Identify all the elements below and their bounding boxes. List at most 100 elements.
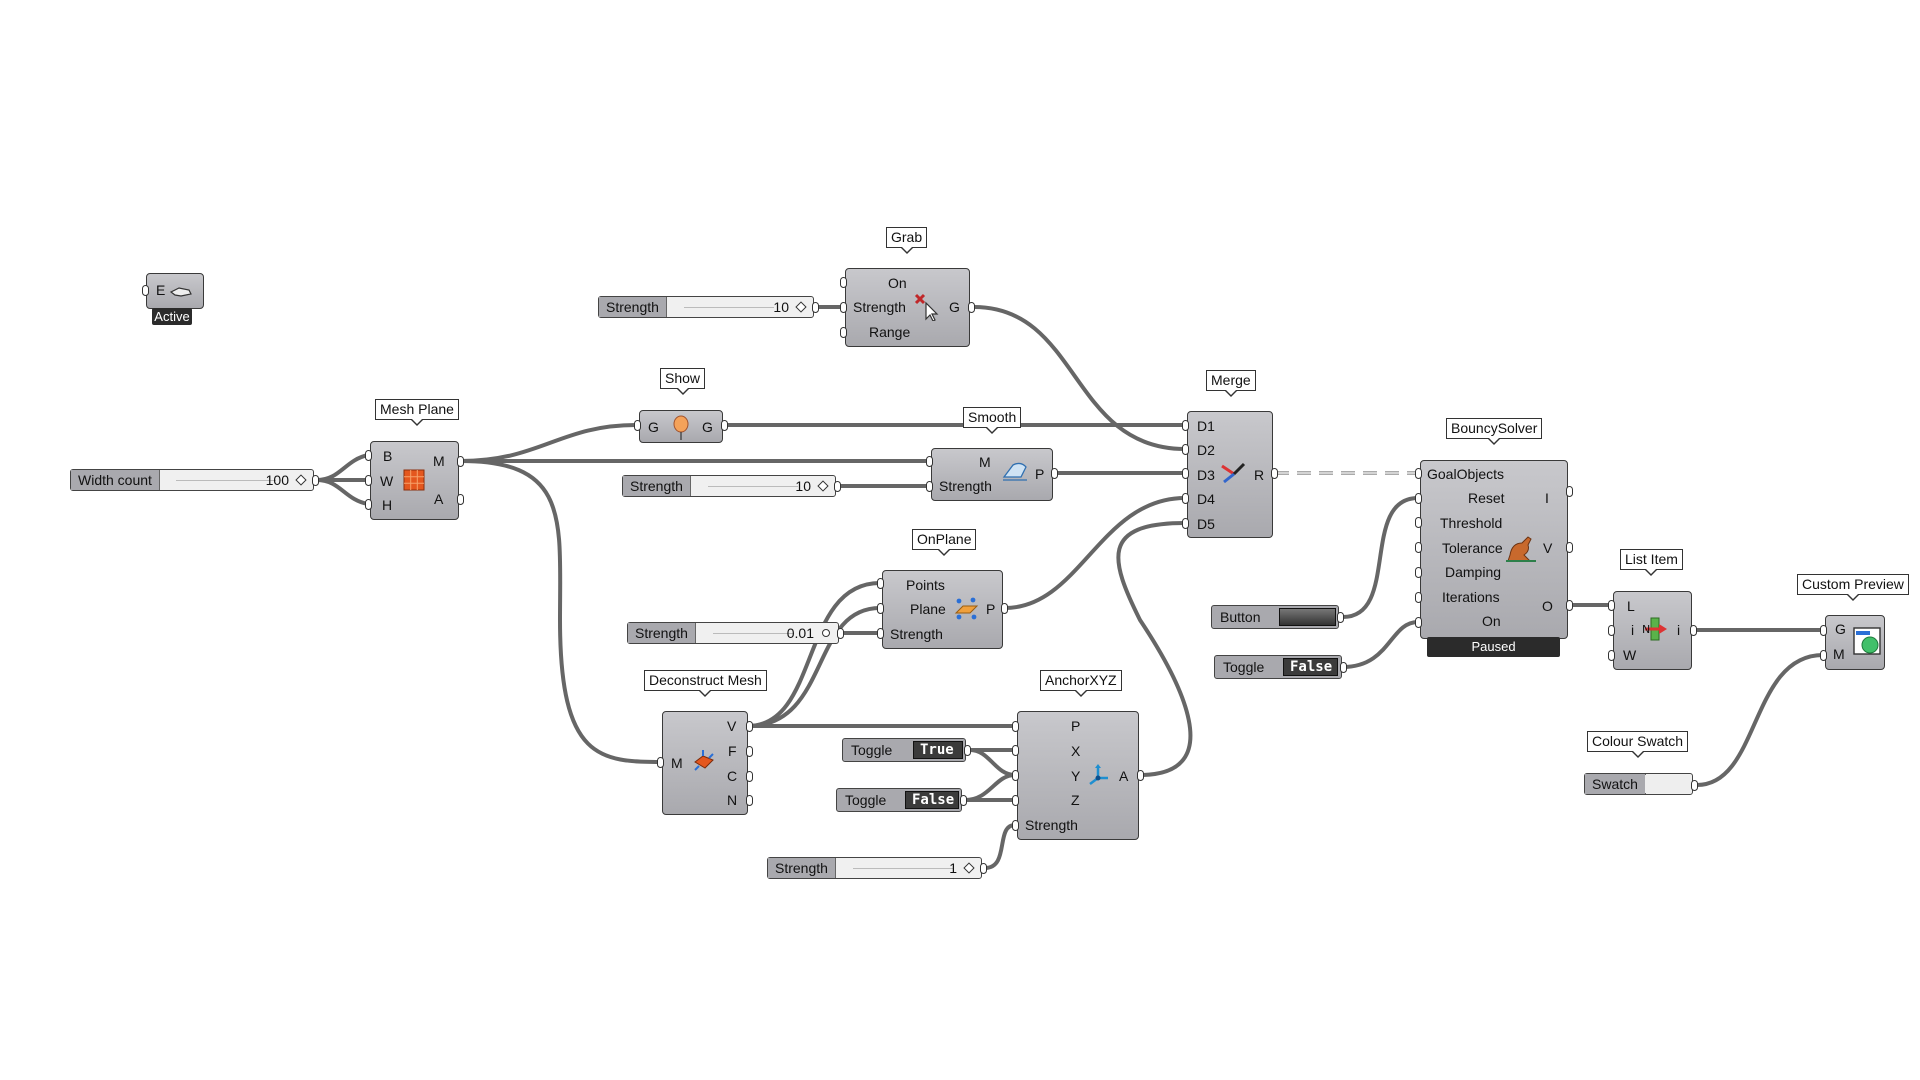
slider-grip[interactable] — [822, 629, 830, 637]
port-in[interactable] — [1012, 770, 1019, 781]
port-in[interactable] — [877, 578, 884, 589]
port-in[interactable] — [1182, 444, 1189, 455]
deconstruct-mesh-component[interactable]: M V F C N — [662, 711, 748, 815]
anchor-strength-slider[interactable]: Strength 1 — [767, 857, 982, 879]
mesh-plane-component[interactable]: B W H M A — [370, 441, 459, 520]
port-out[interactable] — [837, 628, 844, 639]
toggle-true[interactable]: Toggle True — [842, 738, 966, 762]
port-in[interactable] — [1608, 625, 1615, 636]
port-in[interactable] — [1608, 650, 1615, 661]
custom-preview-component[interactable]: G M — [1825, 615, 1885, 670]
toggle-value[interactable]: True — [913, 741, 963, 759]
port-in[interactable] — [840, 277, 847, 288]
port-in[interactable] — [365, 499, 372, 510]
port-out[interactable] — [1137, 770, 1144, 781]
port-out[interactable] — [1051, 468, 1058, 479]
smooth-strength-slider[interactable]: Strength 10 — [622, 475, 836, 497]
port-out[interactable] — [746, 746, 753, 757]
slider-track — [713, 633, 793, 634]
port-out[interactable] — [1566, 600, 1573, 611]
slider-grip[interactable] — [963, 862, 975, 874]
slider-grip[interactable] — [795, 301, 807, 313]
port-out[interactable] — [1337, 612, 1344, 623]
port-out[interactable] — [1566, 486, 1573, 497]
port-out[interactable] — [834, 481, 841, 492]
list-item-component[interactable]: L i W N i — [1613, 591, 1692, 670]
port-in[interactable] — [1820, 650, 1827, 661]
port-in[interactable] — [1012, 795, 1019, 806]
port-in[interactable] — [142, 285, 149, 296]
port-out[interactable] — [1691, 780, 1698, 791]
port-in[interactable] — [365, 475, 372, 486]
toggle-false-solver[interactable]: Toggle False — [1214, 655, 1342, 679]
port-in[interactable] — [1608, 600, 1615, 611]
port-in[interactable] — [926, 481, 933, 492]
port-out[interactable] — [1566, 542, 1573, 553]
port-out[interactable] — [746, 721, 753, 732]
grab-component[interactable]: On Strength Range G — [845, 268, 970, 347]
port-in[interactable] — [840, 327, 847, 338]
slider-grip[interactable] — [295, 474, 307, 486]
port-out[interactable] — [746, 795, 753, 806]
smooth-component[interactable]: M Strength P — [931, 448, 1053, 501]
port-out[interactable] — [721, 420, 728, 431]
swatch-name: Swatch — [1585, 774, 1646, 794]
port-out[interactable] — [960, 795, 967, 806]
port-in[interactable] — [1012, 721, 1019, 732]
port-out[interactable] — [1690, 625, 1697, 636]
button-face[interactable] — [1279, 608, 1336, 626]
port-in[interactable] — [1820, 625, 1827, 636]
port-out[interactable] — [1340, 662, 1347, 673]
show-component[interactable]: G G — [639, 410, 723, 443]
colour-swatch-component[interactable]: Swatch — [1584, 773, 1693, 795]
port-in[interactable] — [657, 757, 664, 768]
port-in[interactable] — [840, 302, 847, 313]
port-out[interactable] — [980, 863, 987, 874]
toggle-value[interactable]: False — [905, 791, 959, 809]
merge-component[interactable]: D1 D2 D3 D4 D5 R — [1187, 411, 1273, 538]
port-out[interactable] — [964, 745, 971, 756]
port-in[interactable] — [365, 450, 372, 461]
button-component[interactable]: Button — [1211, 605, 1339, 629]
input-label-d3: D3 — [1197, 467, 1215, 483]
port-out[interactable] — [457, 456, 464, 467]
port-in[interactable] — [1012, 820, 1019, 831]
port-in[interactable] — [1415, 493, 1422, 504]
active-component[interactable]: E — [146, 273, 204, 309]
anchorxyz-component[interactable]: P X Y Z Strength A — [1017, 711, 1139, 840]
port-in[interactable] — [926, 456, 933, 467]
port-out[interactable] — [968, 302, 975, 313]
width-count-slider[interactable]: Width count 100 — [70, 469, 314, 491]
anchor-axes-icon — [1086, 762, 1112, 791]
port-out[interactable] — [812, 302, 819, 313]
toggle-value[interactable]: False — [1283, 658, 1338, 676]
port-out[interactable] — [1001, 603, 1008, 614]
output-label-p: P — [1035, 466, 1045, 482]
input-label-p: P — [1071, 718, 1081, 734]
port-in[interactable] — [1415, 468, 1422, 479]
port-in[interactable] — [1415, 592, 1422, 603]
onplane-strength-slider[interactable]: Strength 0.01 — [627, 622, 839, 644]
port-out[interactable] — [1271, 468, 1278, 479]
port-in[interactable] — [1182, 420, 1189, 431]
bouncysolver-component[interactable]: GoalObjects Reset Threshold Tolerance Da… — [1420, 460, 1568, 639]
port-in[interactable] — [1182, 518, 1189, 529]
port-in[interactable] — [877, 603, 884, 614]
port-out[interactable] — [457, 494, 464, 505]
onplane-component[interactable]: Points Plane Strength P — [882, 570, 1003, 649]
port-in[interactable] — [1415, 617, 1422, 628]
port-in[interactable] — [1182, 468, 1189, 479]
port-in[interactable] — [1182, 493, 1189, 504]
port-out[interactable] — [312, 475, 319, 486]
slider-grip[interactable] — [817, 480, 829, 492]
port-out[interactable] — [746, 771, 753, 782]
grab-strength-slider[interactable]: Strength 10 — [598, 296, 814, 318]
port-in[interactable] — [877, 628, 884, 639]
port-in[interactable] — [1415, 542, 1422, 553]
port-in[interactable] — [634, 420, 641, 431]
port-in[interactable] — [1415, 517, 1422, 528]
port-in[interactable] — [1012, 745, 1019, 756]
toggle-false-anchor[interactable]: Toggle False — [836, 788, 962, 812]
swatch-color[interactable] — [1645, 775, 1691, 793]
port-in[interactable] — [1415, 567, 1422, 578]
